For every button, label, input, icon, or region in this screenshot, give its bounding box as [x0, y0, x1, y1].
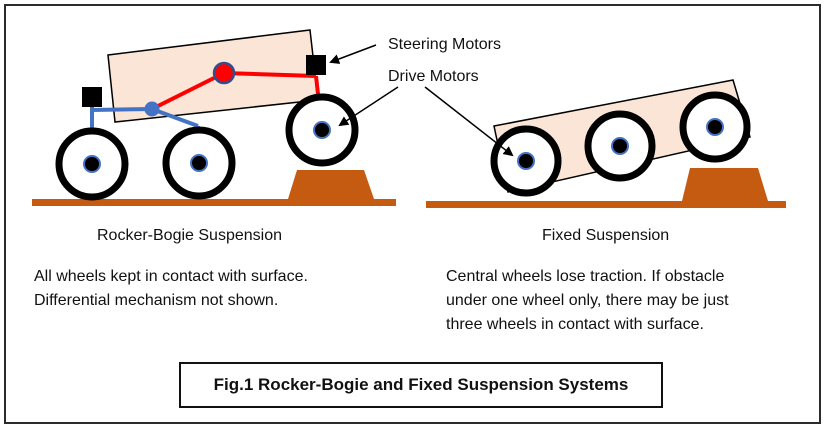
wheel-left-middle — [162, 126, 236, 200]
rocker-bogie-description-line-2: Differential mechanism not shown. — [34, 292, 279, 309]
steering-motors-label: Steering Motors — [388, 36, 501, 53]
ground-right — [426, 201, 786, 208]
figure-caption-text: Fig.1 Rocker-Bogie and Fixed Suspension … — [213, 375, 629, 394]
drive-motors-label: Drive Motors — [388, 68, 479, 85]
steering-motor-rear — [82, 87, 102, 107]
wheel-left-front — [285, 93, 359, 167]
steering-motors-arrow — [329, 44, 377, 64]
drive-motors-arrow-left — [338, 86, 399, 127]
drive-motors-arrow-right — [424, 86, 514, 157]
figure-caption: Fig.1 Rocker-Bogie and Fixed Suspension … — [179, 362, 663, 408]
wheel-right-middle — [584, 110, 656, 182]
rocker-bogie-title: Rocker-Bogie Suspension — [97, 227, 282, 244]
fixed-suspension-description-line-1: Central wheels lose traction. If obstacl… — [446, 268, 725, 285]
rocker-pivot — [212, 61, 236, 85]
fixed-suspension-title: Fixed Suspension — [542, 227, 670, 244]
fixed-suspension-description-line-2: under one wheel only, there may be just — [446, 292, 729, 309]
obstacle-left — [288, 170, 374, 199]
wheel-right-front — [679, 91, 751, 163]
fixed-suspension-description-line-3: three wheels in contact with surface. — [446, 316, 704, 333]
rocker-bogie-description-line-1: All wheels kept in contact with surface. — [34, 268, 308, 285]
wheel-left-rear — [55, 127, 129, 201]
wheel-right-rear — [490, 125, 562, 197]
rocker-bogie-illustration — [32, 29, 396, 206]
bogie-pivot — [144, 101, 160, 117]
fixed-suspension-illustration — [426, 79, 786, 208]
ground-left — [32, 199, 396, 206]
steering-motor-front — [306, 55, 326, 75]
obstacle-right — [682, 168, 768, 201]
